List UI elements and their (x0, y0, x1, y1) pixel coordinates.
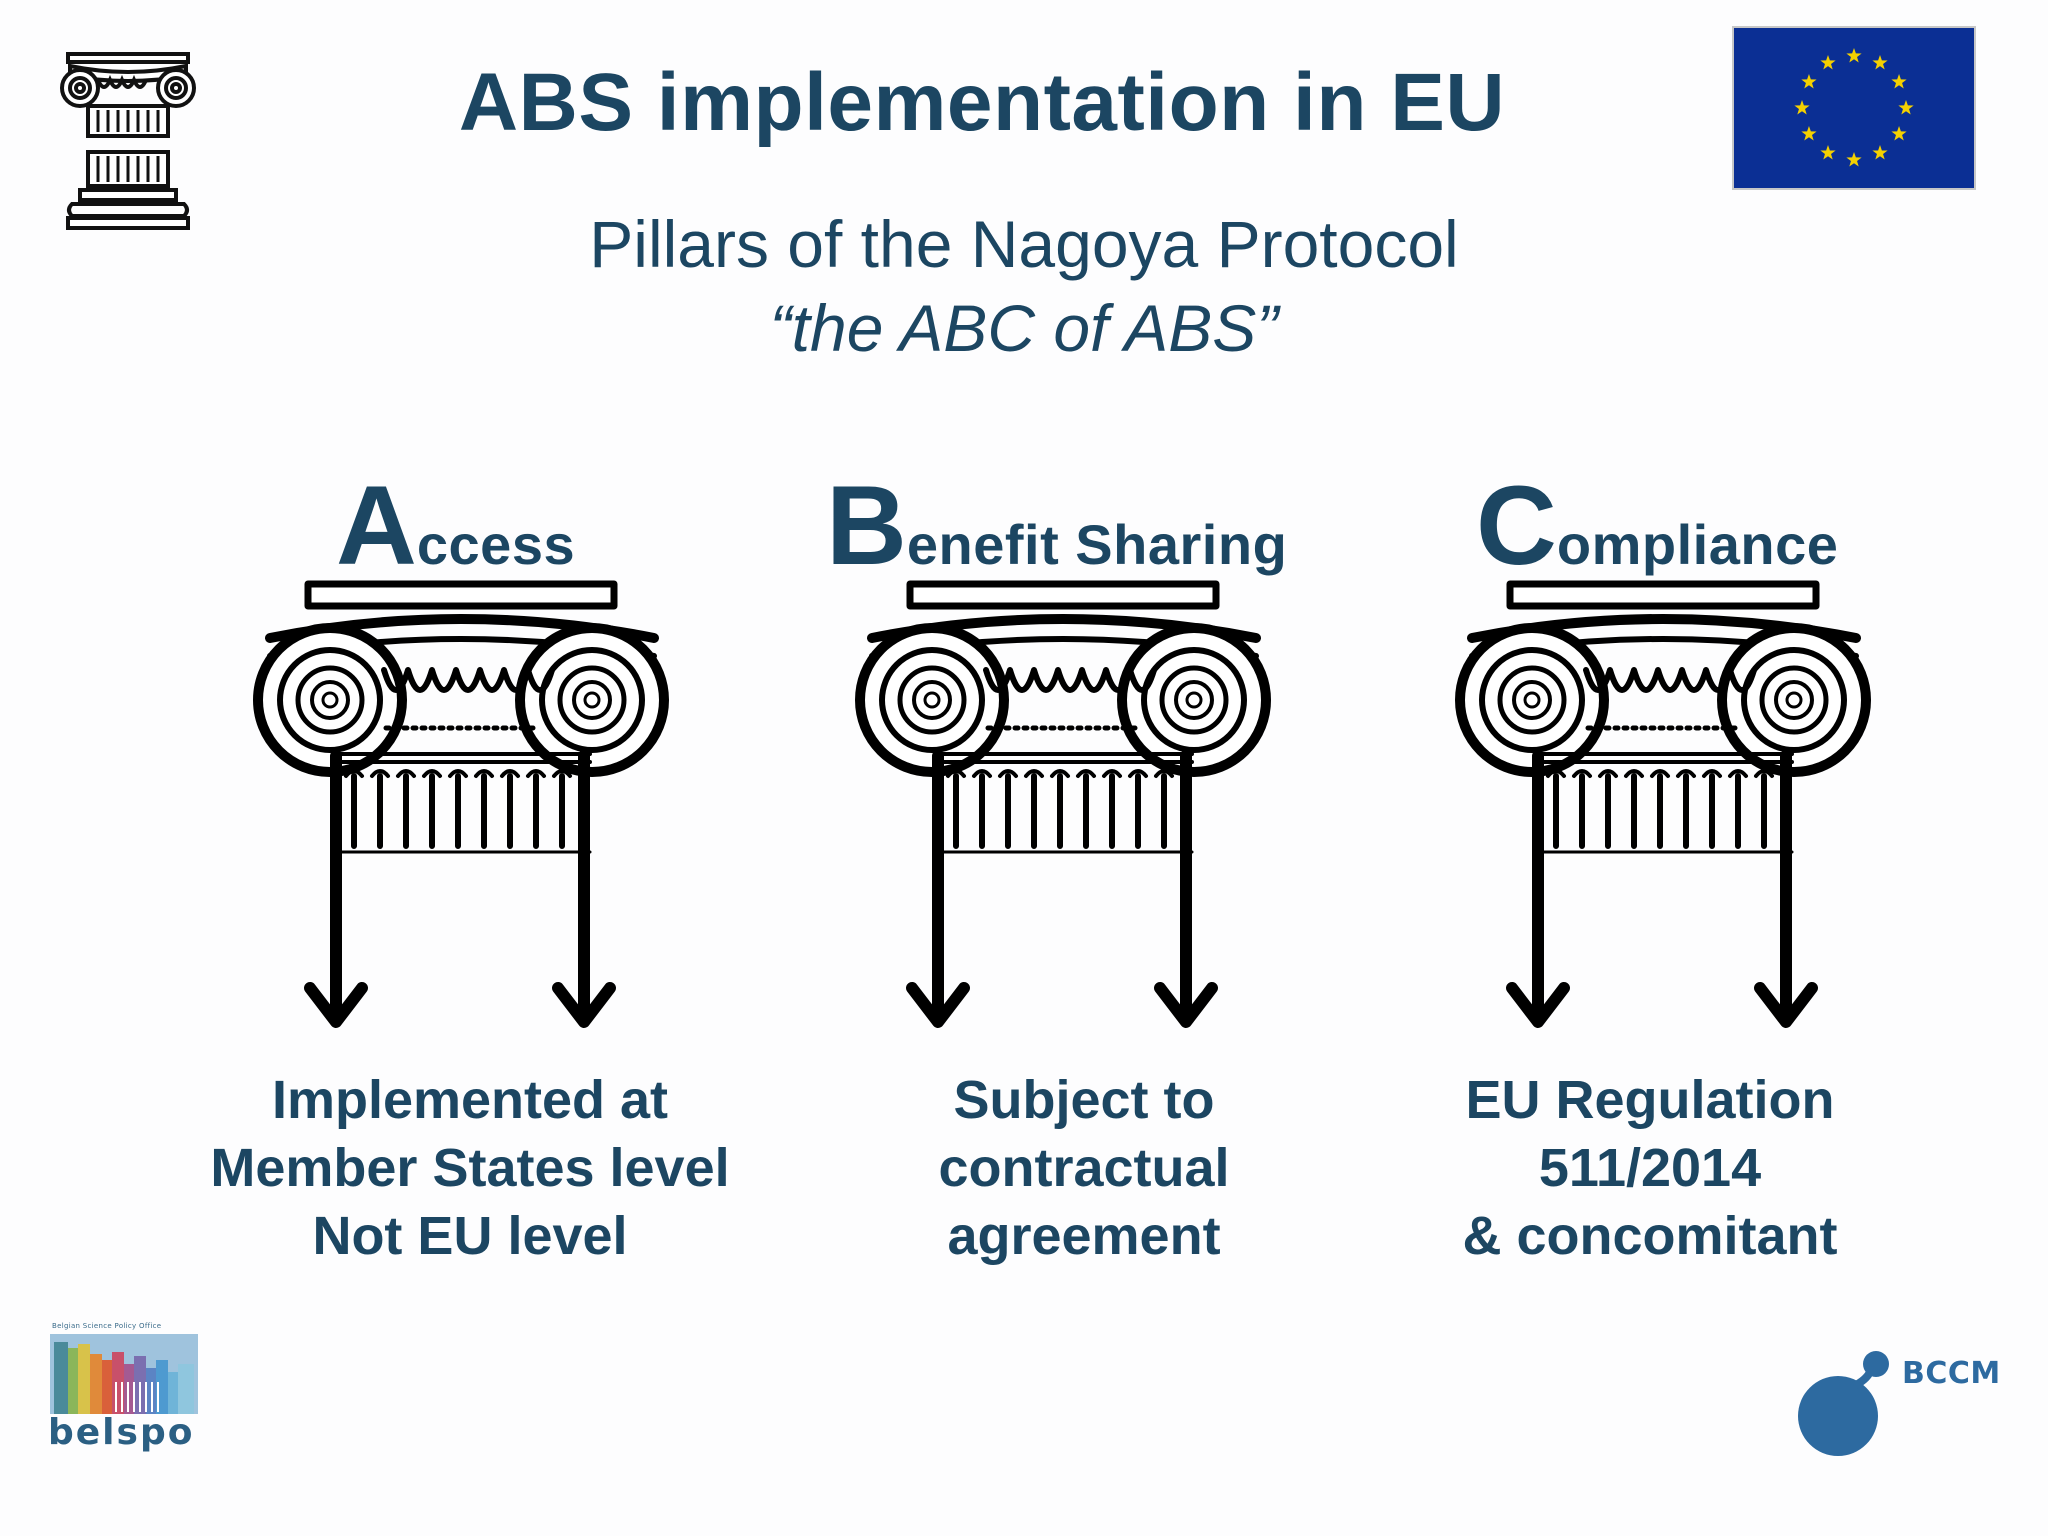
pillar-heading-rest: enefit Sharing (906, 513, 1288, 576)
eu-star-icon (1898, 100, 1914, 115)
belspo-barcode-icon (50, 1334, 198, 1414)
bccm-bubbles-icon (1798, 1351, 1889, 1456)
description-line: contractual (938, 1138, 1230, 1198)
pillar-heading-benefit-sharing: Benefit Sharing (826, 470, 1287, 582)
eu-flag-icon (1734, 28, 1974, 188)
eu-star-icon (1891, 126, 1907, 141)
description-line: EU Regulation (1465, 1070, 1835, 1130)
description-line: & concomitant (1462, 1206, 1838, 1266)
eu-star-icon (1846, 48, 1862, 63)
eu-star-icon (1846, 152, 1862, 167)
pillar-description-benefit-sharing: Subject to contractual agreement (764, 1066, 1404, 1270)
belspo-logo: Belgian Science Policy Office belspo (48, 1322, 208, 1462)
eu-star-icon (1891, 74, 1907, 89)
description-line: Member States level (210, 1138, 730, 1198)
eu-star-icon (1794, 100, 1810, 115)
ionic-column-icon (1452, 560, 1912, 1080)
description-line: agreement (947, 1206, 1221, 1266)
ionic-column-icon (250, 560, 710, 1080)
description-line: Implemented at (271, 1070, 669, 1130)
description-line: 511/2014 (1538, 1138, 1762, 1198)
bccm-wordmark: BCCM (1902, 1356, 2001, 1391)
description-line: Not EU level (312, 1206, 628, 1266)
slide-tagline: “the ABC of ABS” (769, 291, 1279, 365)
pillar-initial: C (1476, 463, 1557, 588)
pillar-heading-access: Access (336, 470, 575, 582)
pillar-description-compliance: EU Regulation 511/2014 & concomitant (1330, 1066, 1970, 1270)
eu-star-icon (1801, 126, 1817, 141)
pillar-heading-rest: ccess (416, 513, 576, 576)
description-line: Subject to (953, 1070, 1215, 1130)
slide-title: ABS implementation in EU (458, 57, 1506, 148)
eu-star-icon (1820, 145, 1836, 160)
pillar-heading-compliance: Compliance (1476, 470, 1838, 582)
slide-subtitle: Pillars of the Nagoya Protocol (589, 207, 1459, 281)
eu-star-icon (1872, 145, 1888, 160)
bccm-logo: BCCM (1796, 1350, 2000, 1460)
pillar-initial: A (336, 463, 417, 588)
ionic-column-icon (852, 560, 1312, 1080)
eu-star-icon (1801, 74, 1817, 89)
pillar-initial: B (826, 463, 907, 588)
belspo-caption: Belgian Science Policy Office (52, 1322, 162, 1330)
pillar-description-access: Implemented at Member States level Not E… (150, 1066, 790, 1270)
eu-star-icon (1872, 54, 1888, 70)
pillar-heading-rest: ompliance (1556, 513, 1839, 576)
column-logo-icon (60, 52, 196, 230)
eu-star-icon (1820, 54, 1836, 70)
belspo-wordmark: belspo (48, 1412, 195, 1453)
